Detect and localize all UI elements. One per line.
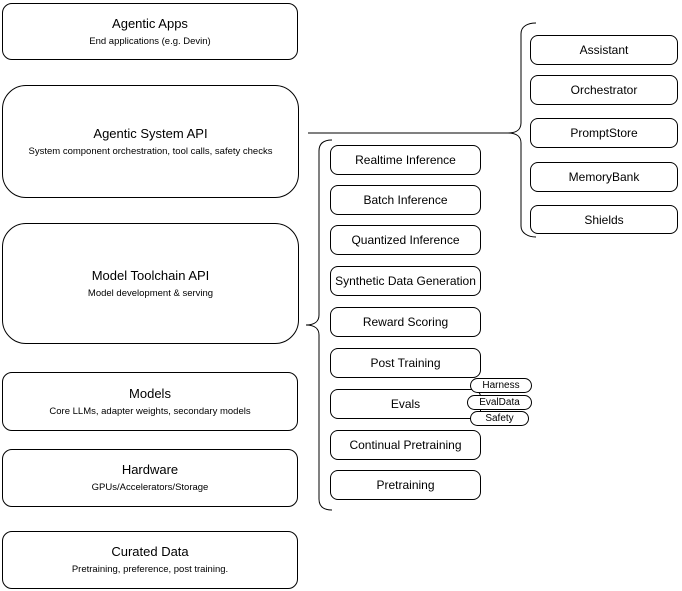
node-synthetic-data-generation: Synthetic Data Generation: [330, 266, 481, 296]
node-label: Orchestrator: [570, 83, 638, 97]
node-memorybank: MemoryBank: [530, 162, 678, 192]
node-hardware: Hardware GPUs/Accelerators/Storage: [2, 449, 298, 507]
tag-safety: Safety: [470, 411, 529, 426]
node-agentic-system-api: Agentic System API System component orch…: [2, 85, 299, 198]
node-pretraining: Pretraining: [330, 470, 481, 500]
node-title: Model Toolchain API: [91, 267, 210, 283]
node-label: Batch Inference: [363, 193, 448, 207]
node-curated-data: Curated Data Pretraining, preference, po…: [2, 531, 298, 589]
node-label: Assistant: [579, 43, 629, 57]
node-title: Curated Data: [111, 544, 189, 559]
node-realtime-inference: Realtime Inference: [330, 145, 481, 175]
node-continual-pretraining: Continual Pretraining: [330, 430, 481, 460]
node-label: Post Training: [370, 356, 441, 370]
node-subtitle: GPUs/Accelerators/Storage: [91, 482, 209, 493]
node-label: MemoryBank: [568, 170, 640, 184]
tag-label: EvalData: [479, 396, 520, 408]
node-quantized-inference: Quantized Inference: [330, 225, 481, 255]
node-subtitle: End applications (e.g. Devin): [89, 35, 211, 47]
node-model-toolchain-api: Model Toolchain API Model development & …: [2, 223, 299, 344]
tag-label: Safety: [485, 412, 514, 424]
node-title: Agentic System API: [93, 125, 208, 141]
node-label: Pretraining: [376, 478, 435, 492]
system-components-brace: [507, 22, 537, 238]
node-title: Agentic Apps: [112, 15, 188, 31]
node-title: Models: [129, 385, 171, 401]
node-label: Quantized Inference: [351, 233, 460, 247]
node-label: Shields: [584, 212, 624, 227]
node-promptstore: PromptStore: [530, 118, 678, 148]
node-assistant: Assistant: [530, 35, 678, 65]
toolchain-brace: [305, 139, 333, 511]
node-shields: Shields: [530, 205, 678, 234]
node-batch-inference: Batch Inference: [330, 185, 481, 215]
node-label: Synthetic Data Generation: [335, 274, 476, 288]
node-reward-scoring: Reward Scoring: [330, 307, 481, 337]
tag-evaldata: EvalData: [467, 395, 532, 410]
node-label: Realtime Inference: [355, 153, 456, 167]
node-subtitle: System component orchestration, tool cal…: [28, 145, 273, 157]
node-agentic-apps: Agentic Apps End applications (e.g. Devi…: [2, 3, 298, 60]
node-label: PromptStore: [570, 126, 638, 140]
node-subtitle: Pretraining, preference, post training.: [71, 564, 229, 575]
node-subtitle: Model development & serving: [87, 287, 214, 299]
node-orchestrator: Orchestrator: [530, 75, 678, 105]
node-evals: Evals: [330, 389, 481, 419]
node-models: Models Core LLMs, adapter weights, secon…: [2, 372, 298, 431]
node-title: Hardware: [121, 462, 179, 477]
tag-label: Harness: [482, 379, 520, 391]
node-label: Continual Pretraining: [349, 438, 462, 452]
node-post-training: Post Training: [330, 348, 481, 378]
node-label: Reward Scoring: [362, 315, 449, 329]
node-subtitle: Core LLMs, adapter weights, secondary mo…: [49, 405, 251, 417]
node-label: Evals: [390, 397, 421, 411]
tag-harness: Harness: [470, 378, 532, 393]
